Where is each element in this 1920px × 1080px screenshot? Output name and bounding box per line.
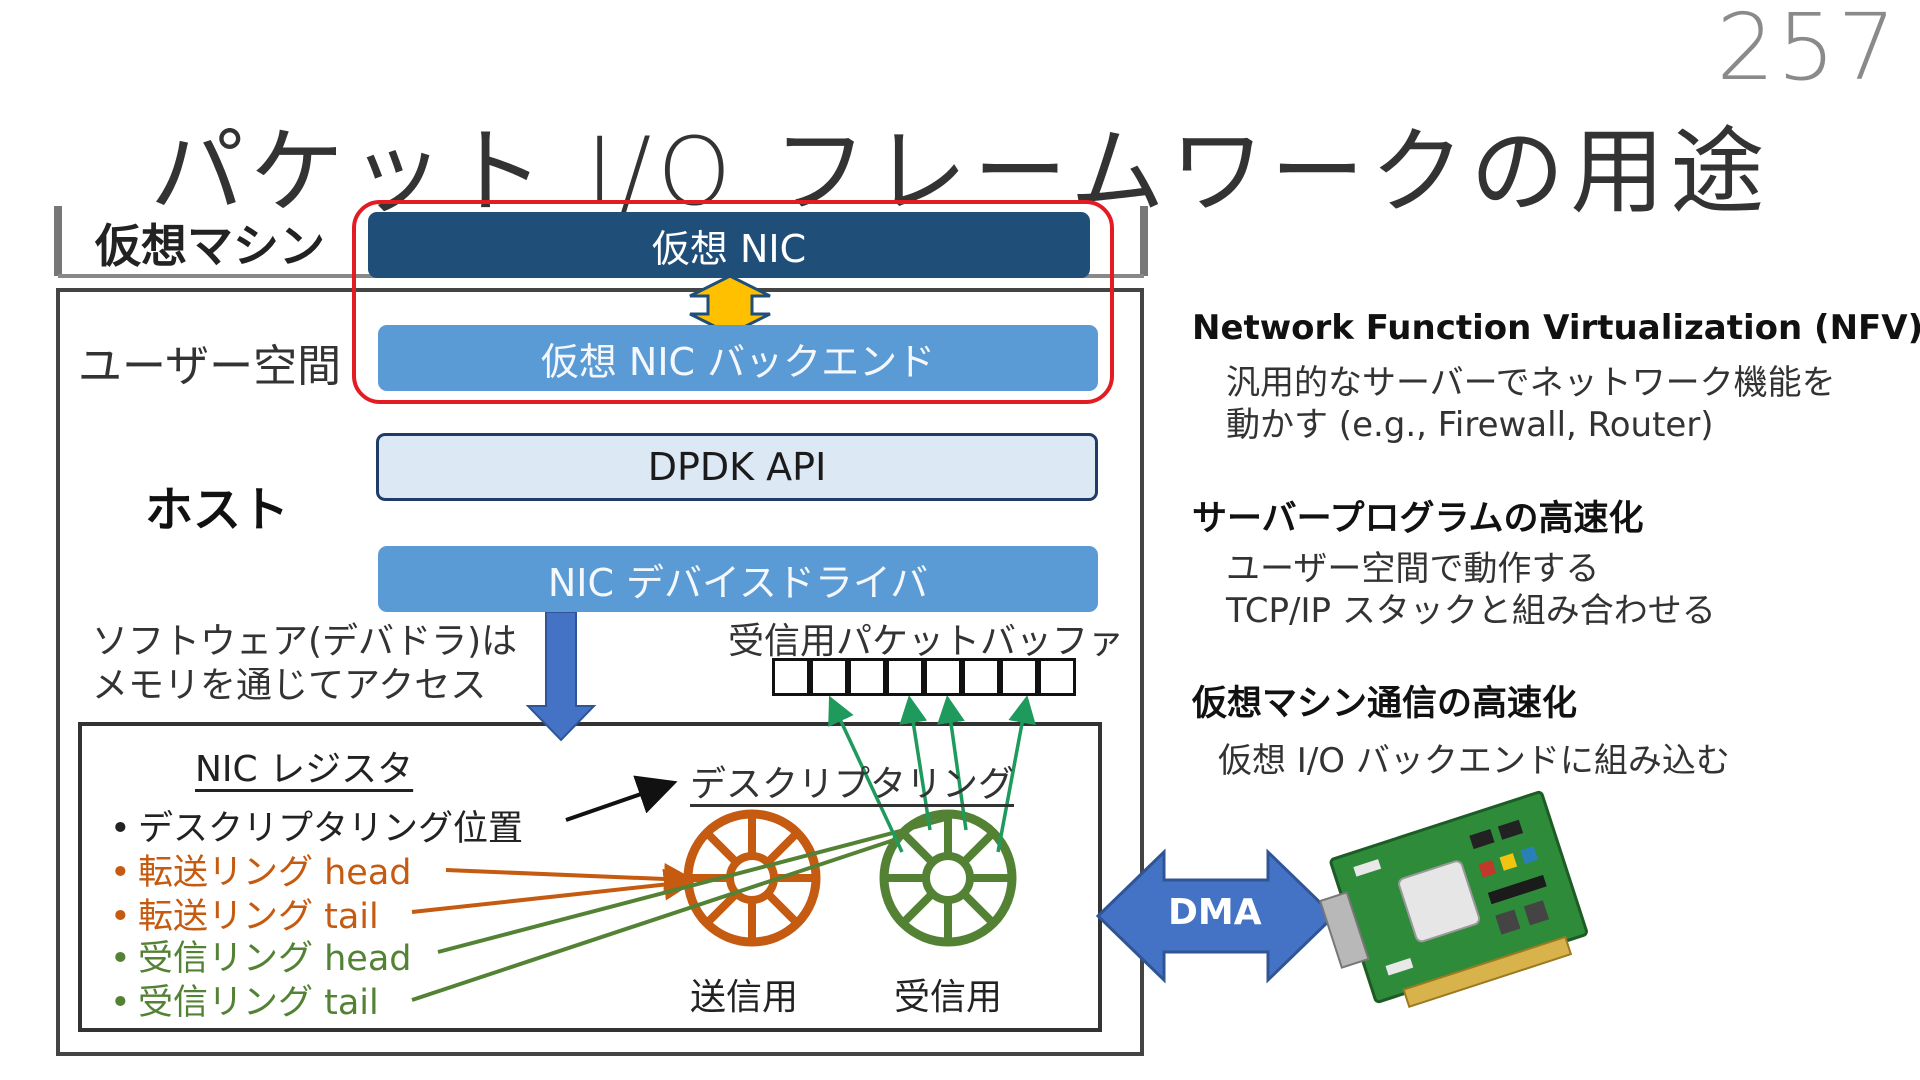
buffer-cell (810, 658, 848, 696)
descriptor-ring-label: デスクリプタリング (690, 764, 1015, 805)
register-item: •転送リング tail (110, 897, 379, 937)
software-access-note: ソフトウェア(デバドラ)は メモリを通じてアクセス (92, 621, 518, 706)
down-arrow-icon (525, 611, 597, 742)
section-body-server: ユーザー空間で動作する TCP/IP スタックと組み合わせる (1226, 549, 1716, 631)
register-pointer-arrow (565, 775, 678, 822)
rx-ring-label: 受信用 (894, 977, 1003, 1018)
rx-buffer-arrows (828, 695, 1036, 853)
user-space-label: ユーザー空間 (78, 341, 342, 392)
section-body-vm: 仮想 I/O バックエンドに組み込む (1218, 741, 1730, 781)
host-label: ホスト (145, 482, 290, 538)
highlight-frame (352, 200, 1114, 404)
register-item: •デスクリプタリング位置 (110, 809, 524, 849)
buffer-cell (772, 658, 810, 696)
buffer-cell (886, 658, 924, 696)
network-card-icon (1318, 790, 1588, 1008)
dma-label: DMA (1168, 892, 1262, 933)
tx-ring-label: 送信用 (690, 977, 799, 1018)
page-number: 257 (1716, 0, 1898, 101)
nic-driver-bar: NIC デバイスドライバ (378, 546, 1098, 612)
buffer-cell (962, 658, 1000, 696)
register-item: •受信リング tail (110, 983, 379, 1023)
tx-ring-wheel-icon (683, 809, 821, 947)
vm-label: 仮想マシン (95, 219, 325, 273)
slide-title: パケット I/O フレームワークの用途 (150, 118, 1771, 227)
host-frame (56, 288, 1144, 1056)
register-pointer-lines (411, 816, 951, 1002)
virtual-nic-backend-bar: 仮想 NIC バックエンド (378, 325, 1098, 391)
rx-buffer-label: 受信用パケットバッファ (728, 621, 1125, 662)
nic-register-title: NIC レジスタ (195, 749, 414, 790)
section-body-nfv: 汎用的なサーバーでネットワーク機能を 動かす (e.g., Firewall, … (1226, 363, 1836, 445)
section-heading-nfv: Network Function Virtualization (NFV) (1192, 308, 1920, 348)
register-item: •転送リング head (110, 853, 412, 893)
dpdk-api-bar: DPDK API (376, 433, 1098, 501)
rx-ring-wheel-icon (879, 809, 1017, 947)
section-heading-server: サーバープログラムの高速化 (1192, 499, 1644, 539)
buffer-cell (924, 658, 962, 696)
buffer-cell (1038, 658, 1076, 696)
buffer-cell (1000, 658, 1038, 696)
register-item: •受信リング head (110, 939, 412, 979)
buffer-cell (848, 658, 886, 696)
nic-frame (78, 722, 1102, 1032)
virtual-nic-bar: 仮想 NIC (368, 212, 1090, 278)
section-heading-vm: 仮想マシン通信の高速化 (1192, 684, 1578, 724)
